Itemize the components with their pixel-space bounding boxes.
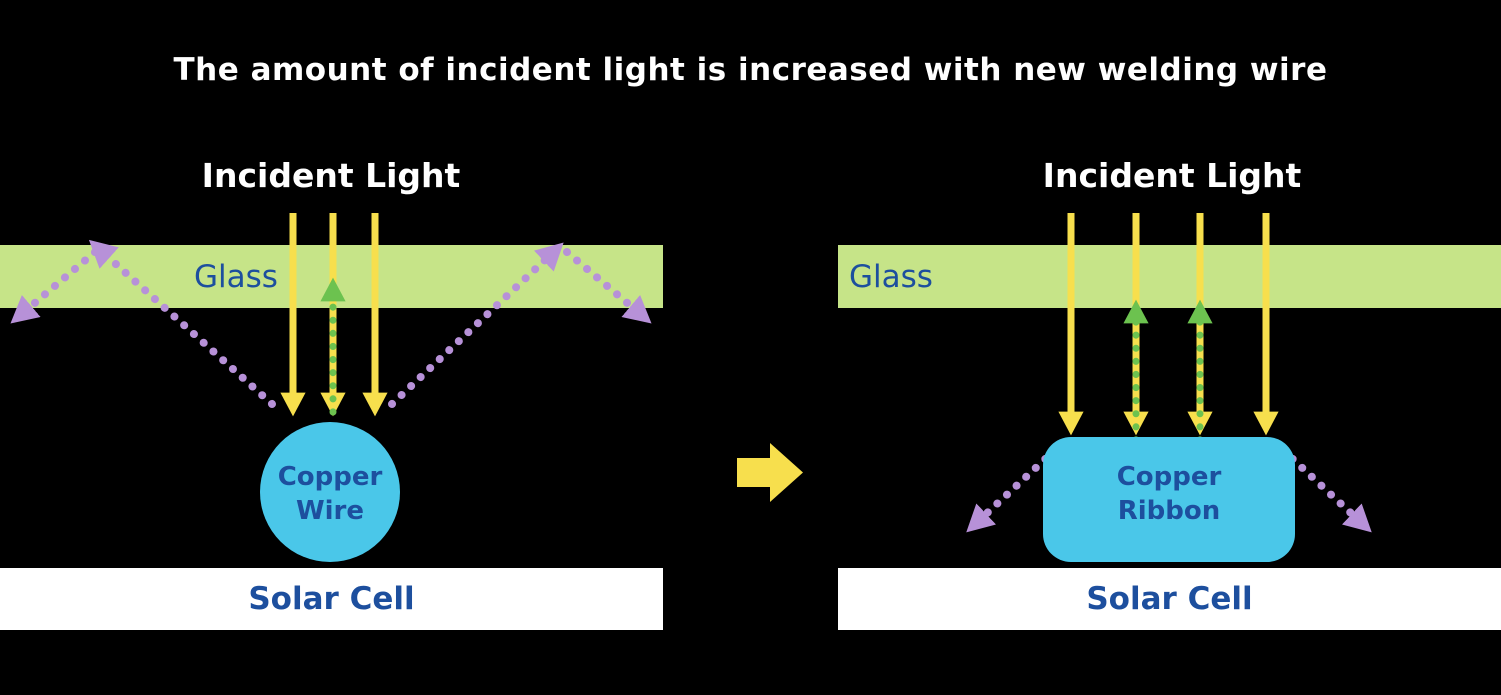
solar-cell-left [0,568,663,630]
incident-light-label-left: Incident Light [201,156,461,195]
copper-ribbon-shape [1043,437,1295,562]
right-panel [838,213,1501,630]
copper-wire-label: Copper Wire [277,462,383,526]
page-title: The amount of incident light is increase… [173,52,1328,88]
transition-arrow-icon [737,443,803,502]
copper-ribbon-label: Copper Ribbon [1116,462,1222,526]
escaping-light-arrow [10,248,99,324]
solar-cell-right [838,568,1501,630]
escaping-light-arrow [563,248,652,324]
glass-label-right: Glass [849,259,933,295]
left-panel [0,213,663,630]
glass-panel-right [838,245,1501,308]
solar-cell-label-right: Solar Cell [1086,581,1253,617]
incident-light-label-right: Incident Light [1042,156,1302,195]
scattered-light-arrow [88,239,276,408]
copper-wire-shape [260,422,400,562]
scattered-light-arrow [388,242,564,408]
glass-label-left: Glass [194,259,278,295]
solar-cell-label-left: Solar Cell [248,581,415,617]
